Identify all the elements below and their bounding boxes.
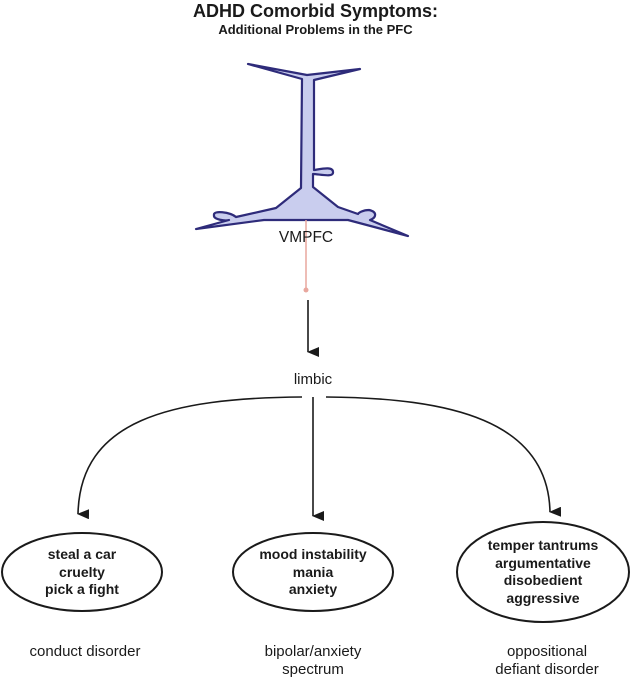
disorder-line: defiant disorder — [495, 661, 599, 678]
symptom-item: anxiety — [288, 581, 338, 597]
neuron-body — [194, 62, 410, 238]
arrow-to-oppositional — [325, 396, 562, 517]
symptom-item: disobedient — [503, 572, 583, 588]
symptom-item: aggressive — [506, 589, 580, 606]
disorder-line: bipolar/anxiety — [264, 643, 362, 660]
symptom-item: pick a fight — [45, 581, 119, 597]
symptom-list-oppositional: temper tantrums argumentative disobedien… — [463, 537, 623, 607]
symptom-item: argumentative — [495, 554, 591, 571]
limbic-label: limbic — [293, 371, 333, 388]
diagram-subtitle: Additional Problems in the PFC — [218, 22, 413, 37]
pyramidal-neuron-icon — [194, 62, 410, 238]
diagram-title: ADHD Comorbid Symptoms: — [192, 1, 438, 21]
symptom-item: cruelty — [59, 563, 105, 580]
disorder-label-oppositional: oppositional defiant disorder — [467, 643, 627, 679]
disorder-line: spectrum — [282, 661, 344, 678]
disorder-line: conduct disorder — [29, 643, 141, 660]
axon-terminal — [303, 287, 309, 293]
symptom-item: mania — [292, 563, 334, 580]
disorder-label-bipolar: bipolar/anxiety spectrum — [238, 643, 388, 679]
symptom-oval-bipolar — [232, 532, 394, 612]
symptom-item: temper tantrums — [487, 537, 599, 553]
disorder-line: oppositional — [506, 643, 588, 660]
symptom-item: mood instability — [259, 546, 367, 562]
symptom-oval-oppositional — [456, 521, 630, 623]
symptom-list-bipolar: mood instability mania anxiety — [233, 546, 393, 599]
disorder-label-conduct: conduct disorder — [10, 643, 160, 661]
symptom-oval-conduct — [1, 532, 163, 612]
vmpfc-label: VMPFC — [278, 229, 334, 246]
symptom-item: steal a car — [47, 546, 117, 562]
arrow-to-conduct — [77, 396, 303, 520]
symptom-list-conduct: steal a car cruelty pick a fight — [12, 546, 152, 599]
